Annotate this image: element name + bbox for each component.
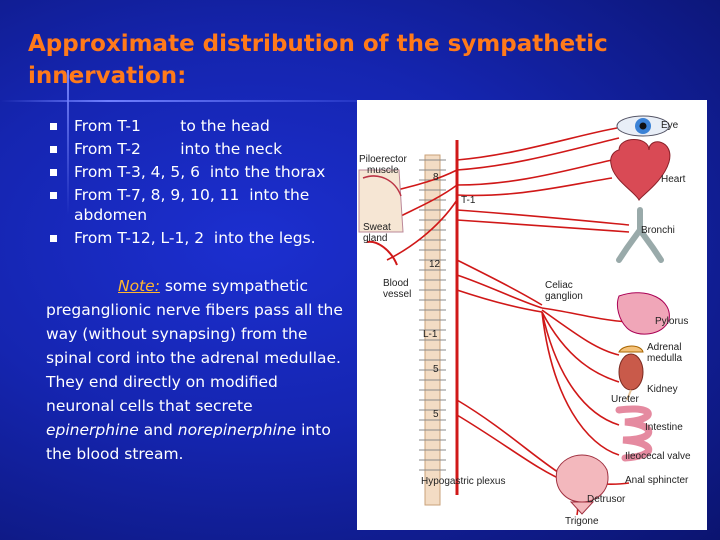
bullet-item: From T-12, L-1, 2 into the legs.: [50, 228, 350, 248]
bladder-icon: [555, 454, 609, 515]
sympathetic-innervation-diagram: Piloerector muscle Sweat gland Blood ves…: [357, 100, 707, 530]
note-epinephrine: epinerphine: [46, 421, 139, 439]
note-text-mid: and: [138, 421, 178, 439]
label-vessel: vessel: [383, 289, 411, 300]
adrenal-kidney-icon: [618, 345, 644, 401]
heart-icon: [610, 139, 671, 202]
label-celiac: Celiac: [545, 280, 573, 291]
note-paragraph: Note: some sympathetic preganglionic ner…: [46, 274, 346, 466]
label-intestine: Intestine: [645, 422, 683, 433]
label-ganglion: ganglion: [545, 291, 583, 302]
label-ureter: Ureter: [611, 394, 639, 405]
note-norepinephrine: norepinerphine: [177, 421, 297, 439]
title-line-1: Approximate distribution of the sympathe…: [28, 31, 608, 57]
label-kidney: Kidney: [647, 384, 678, 395]
square-bullet-icon: [50, 169, 57, 176]
label-trigone: Trigone: [565, 516, 599, 527]
bullet-item: From T-7, 8, 9, 10, 11 into the abdomen: [50, 185, 350, 225]
bullet-list: From T-1 to the head From T-2 into the n…: [50, 116, 350, 251]
segment-label-8: 8: [433, 172, 439, 183]
bullet-item: From T-2 into the neck: [50, 139, 350, 159]
label-heart: Heart: [661, 174, 686, 185]
skin-section-icon: [358, 169, 404, 266]
label-adrenal: Adrenal: [647, 342, 681, 353]
bronchi-icon: [616, 207, 664, 263]
stomach-icon: [616, 292, 670, 335]
label-eye: Eye: [661, 120, 679, 131]
segment-label-t1: T-1: [461, 195, 476, 206]
segment-label-5a: 5: [433, 364, 439, 375]
square-bullet-icon: [50, 123, 57, 130]
label-medulla: medulla: [647, 353, 682, 364]
label-blood: Blood: [383, 278, 409, 289]
label-hypogastric-plexus: Hypogastric plexus: [421, 476, 505, 487]
segment-label-l1: L-1: [423, 329, 438, 340]
note-text-2: into the blood stream.: [46, 421, 331, 463]
bullet-item: From T-3, 4, 5, 6 into the thorax: [50, 162, 350, 182]
decorative-vertical-line: [67, 70, 69, 215]
label-anal-sphincter: Anal sphincter: [625, 475, 689, 486]
eye-icon: [616, 115, 670, 137]
diagram-svg: Piloerector muscle Sweat gland Blood ves…: [358, 115, 691, 527]
segment-label-12: 12: [429, 259, 441, 270]
square-bullet-icon: [50, 146, 57, 153]
label-gland: gland: [363, 233, 387, 244]
note-label: Note:: [118, 277, 160, 295]
segment-label-5b: 5: [433, 409, 439, 420]
square-bullet-icon: [50, 192, 57, 199]
slide-title: Approximate distribution of the sympathe…: [28, 28, 688, 92]
note-text-1: some sympathetic preganglionic nerve fib…: [46, 277, 343, 415]
label-bronchi: Bronchi: [641, 225, 675, 236]
label-sweat: Sweat: [363, 222, 391, 233]
label-piloerector: Piloerector: [359, 154, 407, 165]
label-pylorus: Pylorus: [655, 316, 688, 327]
label-ileocecal-valve: Ileocecal valve: [625, 451, 691, 462]
label-muscle: muscle: [367, 165, 399, 176]
label-detrusor: Detrusor: [587, 494, 626, 505]
bullet-item: From T-1 to the head: [50, 116, 350, 136]
nerve-fibers: [386, 127, 630, 516]
decorative-horizontal-line: [0, 100, 360, 102]
square-bullet-icon: [50, 235, 57, 242]
title-line-2: innervation:: [28, 63, 187, 89]
intestine-icon: [615, 405, 653, 462]
